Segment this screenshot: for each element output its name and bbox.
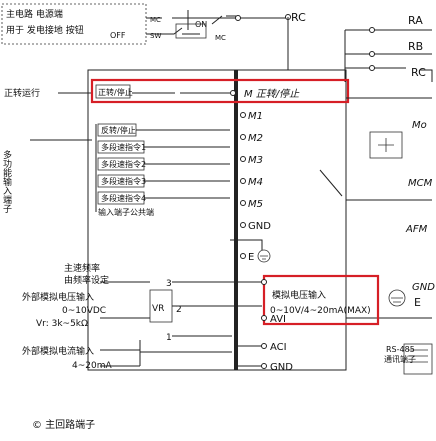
e-right-label: E <box>414 296 421 309</box>
gnd-label: GND <box>248 221 271 232</box>
input-label-1: 反转/停止 <box>101 125 136 135</box>
current-input-label: 外部模拟电流输入 <box>22 345 94 357</box>
on-label: ON <box>195 20 207 29</box>
panel-frame <box>1 3 147 45</box>
rb-terminal <box>369 51 375 57</box>
ground-mark-icon <box>260 255 268 260</box>
sw-label: SW <box>150 32 161 40</box>
rc-right-label: RC <box>411 66 426 79</box>
m3-terminal <box>240 156 246 162</box>
control-terminals: M1 M2 M3 M4 M5 GND E <box>230 111 271 263</box>
m4-label: M4 <box>248 177 263 188</box>
earth-icon <box>388 289 406 307</box>
avi-label: AVI <box>270 314 286 325</box>
relay-coil-box <box>369 131 403 159</box>
terminal-strip <box>234 70 238 370</box>
rc-right-terminal <box>369 65 375 71</box>
right-outputs: Mo MCM AFM GND E RS-485 通讯端子 <box>319 97 435 375</box>
forward-input-box <box>95 84 131 99</box>
input-label-2: 多段速指令1 <box>101 142 146 152</box>
vr-box-label: VR <box>152 304 164 314</box>
voltage-input-label: 外部模拟电压输入 <box>22 291 94 303</box>
m2-label: M2 <box>248 133 263 144</box>
forward-run-highlight <box>90 78 350 104</box>
input-label-5: 多段速指令4 <box>101 193 146 203</box>
e-terminal <box>240 253 246 259</box>
gnd-terminal <box>240 222 246 228</box>
pin-3: 3 <box>166 279 172 289</box>
input-common-label: 输入端子公共端 <box>98 207 154 217</box>
current-range: 4~20mA <box>72 361 112 371</box>
panel-line-1: 主电路 电源端 <box>6 8 63 20</box>
forward-run-label: 正转运行 <box>4 87 40 99</box>
ra-terminal <box>369 27 375 33</box>
rs485-port-box <box>403 343 433 375</box>
gnd-right-label: GND <box>412 282 435 293</box>
analog-wires <box>100 281 264 337</box>
ref-terminal <box>261 279 267 285</box>
afm-label: AFM <box>405 224 428 235</box>
avi-highlight <box>262 274 380 326</box>
rc-right-wire <box>345 67 433 82</box>
control-panel: 主电路 电源端 用于 发电接地 按钮 OFF ON MC MC SW <box>1 3 286 45</box>
rs485-label-2: 通讯端子 <box>384 354 416 364</box>
off-label: OFF <box>110 31 126 40</box>
forward-input-label: 正转/停止 <box>98 87 133 97</box>
forward-terminal <box>230 90 236 96</box>
multi-function-inputs: 多功能输入端子 反转/停止 多段速指令1 多段速指令2 多段速指令3 多段速指令… <box>1 123 230 217</box>
rs485-label-1: RS-485 <box>386 345 415 354</box>
e-wire <box>230 239 263 250</box>
mcm-label: MCM <box>408 178 433 189</box>
aci-terminal <box>261 343 267 349</box>
m4-terminal <box>240 178 246 184</box>
relay-coil-icon <box>378 138 394 152</box>
avi-note-1: 模拟电压输入 <box>272 289 326 301</box>
vr-label: Vr: 3k~5kΩ <box>36 319 88 329</box>
m3-label: M3 <box>248 155 263 166</box>
m5-label: M5 <box>248 199 263 210</box>
e-label: E <box>248 252 254 263</box>
footer-note: © 主回路端子 <box>32 418 95 431</box>
gnd-bottom-label: GND <box>270 362 293 373</box>
bottom-terminal-wires <box>238 345 262 367</box>
mo-label: Mo <box>412 120 427 131</box>
panel-terminal <box>235 15 241 21</box>
m1-label: M1 <box>248 111 263 122</box>
m2-terminal <box>240 134 246 140</box>
rs485-port-icon <box>408 349 428 363</box>
on-switch-box <box>175 23 207 39</box>
ref-label-2: 由频率设定 <box>64 274 109 286</box>
gnd-bottom-terminal <box>261 363 267 369</box>
ref-label-1: 主速频率 <box>64 262 100 274</box>
rc-label: RC <box>291 11 306 24</box>
pin-2: 2 <box>176 305 182 315</box>
sw-contact-wire <box>146 27 200 35</box>
forward-terminal-label: M 正转/停止 <box>244 88 300 100</box>
forward-run-row: 正转运行 正转/停止 M 正转/停止 <box>4 78 350 104</box>
pin-1: 1 <box>166 333 172 343</box>
m5-terminal <box>240 200 246 206</box>
off-contact-wire <box>146 10 240 30</box>
inverter-outline <box>87 69 347 371</box>
analog-section: 主速频率 由频率设定 模拟电压输入 0~10V/4~20mA(MAX) 外部模拟… <box>22 262 380 373</box>
mc-label: MC <box>215 34 226 42</box>
m1-terminal <box>240 112 246 118</box>
rb-label: RB <box>408 40 423 53</box>
mcm-diagonal <box>319 169 343 197</box>
aci-label: ACI <box>270 342 287 353</box>
input-label-3: 多段速指令2 <box>101 159 146 169</box>
avi-terminal <box>261 315 267 321</box>
ra-label: RA <box>408 14 423 27</box>
mc-left-label: MC <box>150 16 161 24</box>
relay-section: RC RA RB RC <box>285 11 433 82</box>
voltage-range: 0~10VDC <box>62 306 106 316</box>
earth-mark-icon <box>391 297 403 303</box>
panel-line-2: 用于 发电接地 按钮 <box>6 24 84 36</box>
avi-note-2: 0~10V/4~20mA(MAX) <box>270 306 371 316</box>
multi-function-side-label: 多功能输入端子 <box>1 149 12 213</box>
ground-symbol-icon <box>257 249 271 263</box>
current-wires <box>100 340 232 367</box>
input-label-4: 多段速指令3 <box>101 176 146 186</box>
